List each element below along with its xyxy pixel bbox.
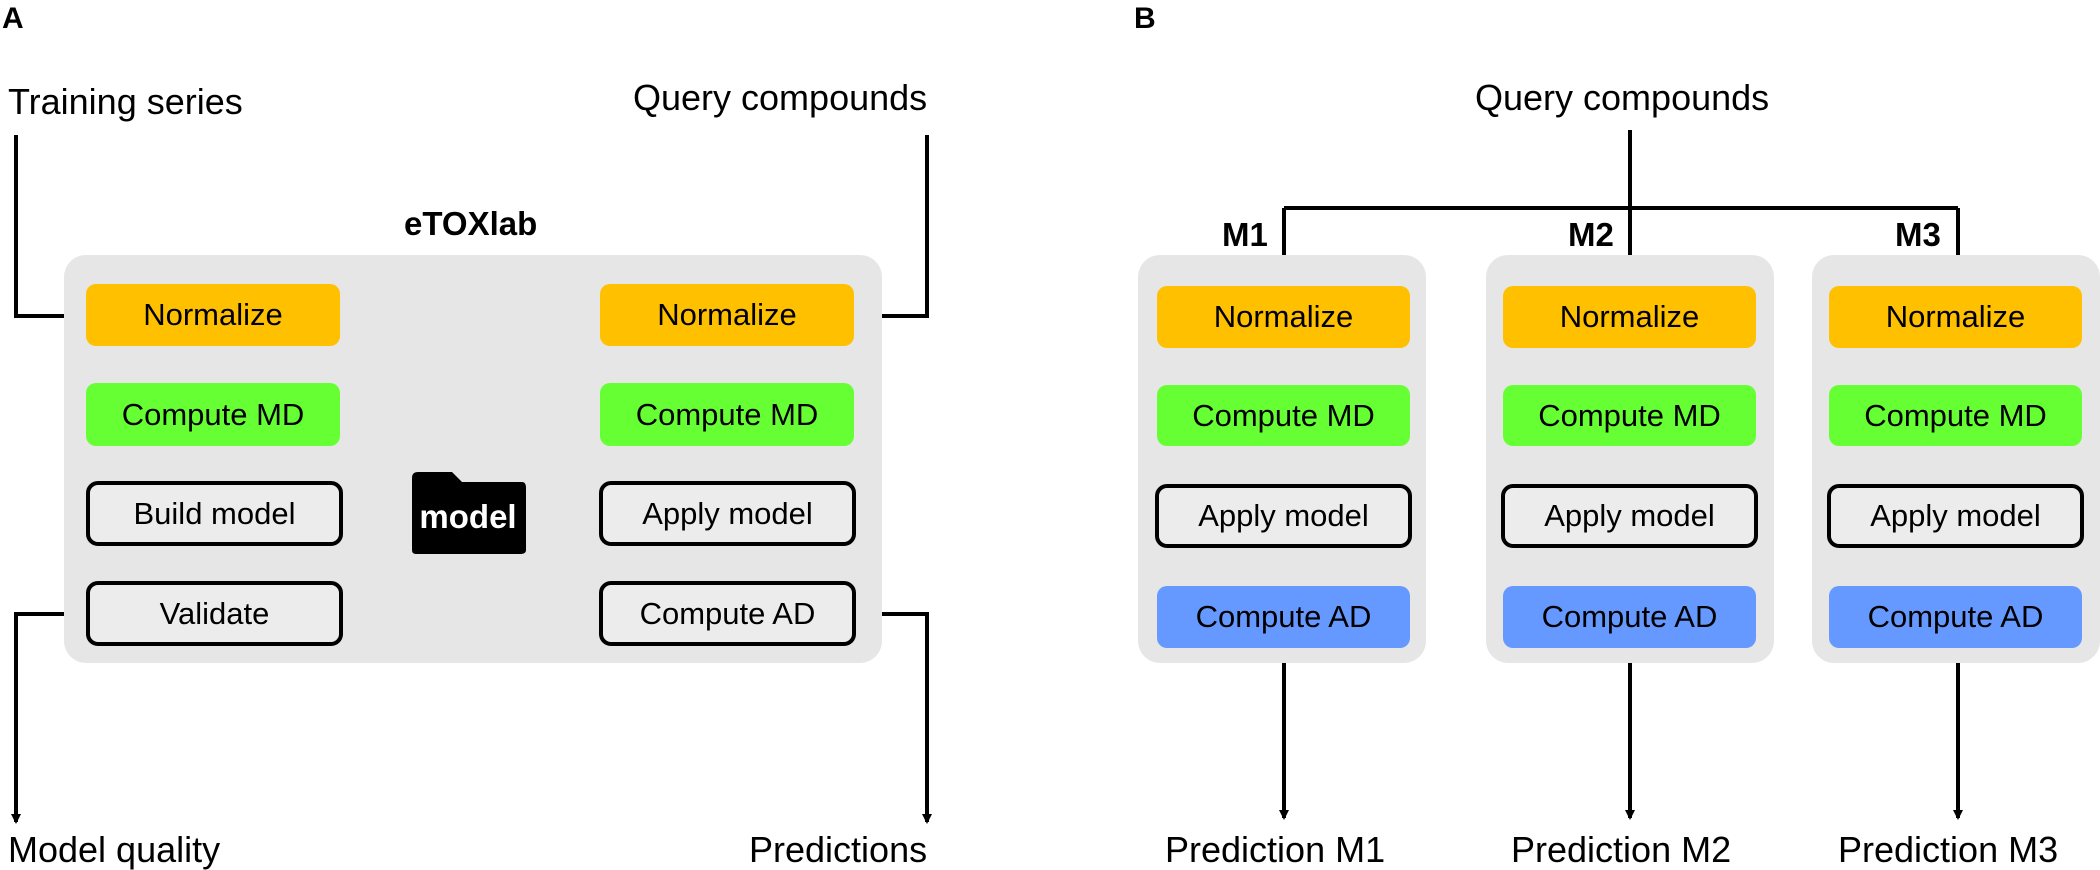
- predictions-label: Predictions: [749, 829, 928, 870]
- arrow-validate-to-quality: [11, 612, 86, 824]
- m2-normalize-box: Normalize: [1503, 286, 1756, 348]
- model-folder-label: model: [419, 498, 517, 535]
- m1-apply-model-box: Apply model: [1155, 484, 1412, 548]
- normalize-box-query: Normalize: [600, 284, 854, 346]
- compute-md-box-query: Compute MD: [600, 383, 854, 446]
- compute-md-box-training: Compute MD: [86, 383, 340, 446]
- m1-label: M1: [1222, 216, 1268, 253]
- model-quality-label: Model quality: [8, 829, 221, 870]
- apply-model-box-a: Apply model: [599, 481, 856, 546]
- query-compounds-label-b: Query compounds: [1475, 77, 1770, 118]
- m1-compute-md-box: Compute MD: [1157, 385, 1410, 446]
- panel-b-letter: B: [1134, 2, 1156, 35]
- m2-compute-md-box: Compute MD: [1503, 385, 1756, 446]
- m3-apply-model-box: Apply model: [1827, 484, 2084, 548]
- query-compounds-label-a: Query compounds: [633, 77, 928, 118]
- arrow-training-to-normalize: [14, 135, 82, 321]
- prediction-m2-label: Prediction M2: [1511, 829, 1732, 870]
- normalize-box-training: Normalize: [86, 284, 340, 346]
- build-model-box: Build model: [86, 481, 343, 546]
- prediction-m3-label: Prediction M3: [1838, 829, 2059, 870]
- m1-normalize-box: Normalize: [1157, 286, 1410, 348]
- m2-label: M2: [1568, 216, 1614, 253]
- m3-normalize-box: Normalize: [1829, 286, 2082, 348]
- m2-compute-ad-box: Compute AD: [1503, 586, 1756, 648]
- prediction-m1-label: Prediction M1: [1165, 829, 1386, 870]
- training-series-label: Training series: [8, 81, 243, 122]
- m3-label: M3: [1895, 216, 1941, 253]
- etoxlab-title: eTOXlab: [404, 205, 538, 242]
- compute-ad-box-a: Compute AD: [599, 581, 856, 646]
- validate-box: Validate: [86, 581, 343, 646]
- m3-compute-ad-box: Compute AD: [1829, 586, 2082, 648]
- m3-compute-md-box: Compute MD: [1829, 385, 2082, 446]
- m2-apply-model-box: Apply model: [1501, 484, 1758, 548]
- model-folder-icon: [412, 472, 526, 554]
- panel-a-letter: A: [2, 2, 24, 35]
- m1-compute-ad-box: Compute AD: [1157, 586, 1410, 648]
